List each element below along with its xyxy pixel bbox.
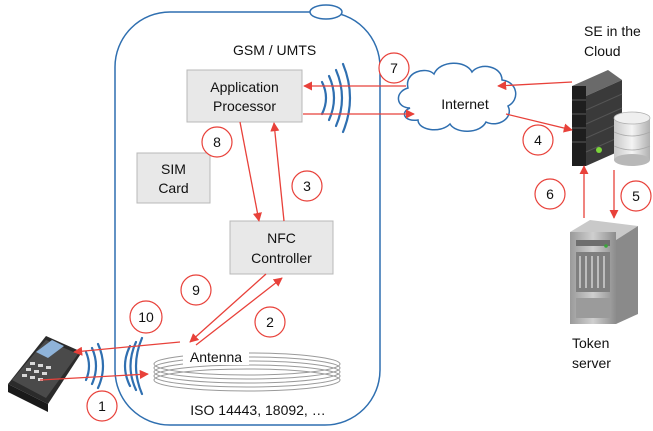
step-4: 4 (522, 124, 554, 156)
network-label: GSM / UMTS (233, 42, 316, 58)
svg-text:6: 6 (546, 186, 554, 202)
arrow-nfc-to-antenna (189, 273, 267, 343)
sim-card-label-line2: Card (158, 180, 188, 196)
step-6: 6 (534, 178, 566, 210)
standards-label: ISO 14443, 18092, … (190, 402, 325, 418)
sim-card-box (136, 152, 211, 204)
internet-cloud-icon (397, 62, 517, 132)
arrow-antenna-to-nfc (195, 277, 283, 346)
arrow-server-to-internet (497, 81, 573, 91)
step-10: 10 (129, 300, 163, 334)
application-processor-box (186, 69, 303, 123)
step-9: 9 (180, 274, 212, 306)
application-processor-label-line2: Processor (213, 98, 276, 114)
step-5: 5 (620, 180, 652, 212)
internet-label: Internet (441, 96, 489, 112)
svg-text:2: 2 (266, 314, 274, 330)
application-processor-label-line1: Application (210, 79, 279, 95)
svg-text:10: 10 (138, 309, 154, 325)
nfc-controller-label-line1: NFC (267, 230, 296, 246)
nfc-controller-label-line2: Controller (251, 250, 312, 266)
svg-text:9: 9 (192, 282, 200, 298)
svg-text:7: 7 (390, 60, 398, 76)
svg-text:8: 8 (213, 134, 221, 150)
arrow-antenna-to-terminal (73, 341, 181, 356)
token-server-label-line1: Token (572, 335, 609, 351)
phone-outline (114, 11, 381, 426)
cellular-waves-icon (320, 62, 352, 134)
svg-text:4: 4 (534, 132, 542, 148)
arrow-terminal-to-antenna (39, 369, 149, 381)
antenna-label-bg (183, 349, 249, 365)
step-7: 7 (378, 52, 410, 84)
token-server-icon (570, 220, 638, 324)
payment-terminal-icon (8, 336, 82, 412)
nfc-controller-box (229, 220, 334, 275)
step-8: 8 (201, 126, 233, 158)
arrow-nfc-to-app (270, 122, 285, 222)
step-3: 3 (291, 170, 323, 202)
svg-text:3: 3 (303, 178, 311, 194)
svg-text:1: 1 (98, 398, 106, 414)
antenna-label: Antenna (190, 349, 242, 365)
database-icon (613, 111, 651, 166)
step-1: 1 (86, 390, 118, 422)
token-server-label-line2: server (572, 355, 611, 371)
se-cloud-label-line2: Cloud (584, 43, 621, 59)
se-cloud-label-line1: SE in the (584, 23, 641, 39)
svg-text:5: 5 (632, 188, 640, 204)
arrow-app-to-nfc (239, 121, 262, 222)
phone-earpiece (309, 4, 343, 20)
sim-card-label-line1: SIM (161, 161, 186, 177)
step-2: 2 (254, 306, 286, 338)
arrow-internet-to-server (505, 113, 573, 133)
